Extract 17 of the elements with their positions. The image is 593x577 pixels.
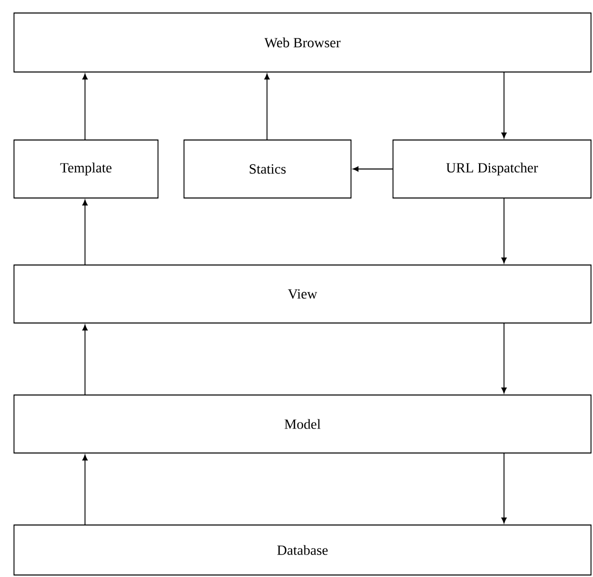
process-box: Template [14, 140, 158, 198]
process-box: URL Dispatcher [392, 140, 592, 198]
arrow [82, 200, 88, 265]
arrow [82, 454, 88, 525]
arrow [264, 74, 270, 140]
process-box: Model [14, 394, 592, 454]
arrow [501, 72, 507, 138]
arrow [82, 74, 88, 140]
process-box: Statics [184, 140, 352, 198]
arrow [501, 198, 507, 264]
arrow [352, 166, 393, 172]
process-box: Database [14, 524, 592, 576]
process-box: View [14, 264, 592, 324]
arrow [501, 453, 507, 524]
arrow [82, 324, 88, 395]
arrow [501, 323, 507, 394]
process-box: Web Browser [14, 12, 592, 72]
